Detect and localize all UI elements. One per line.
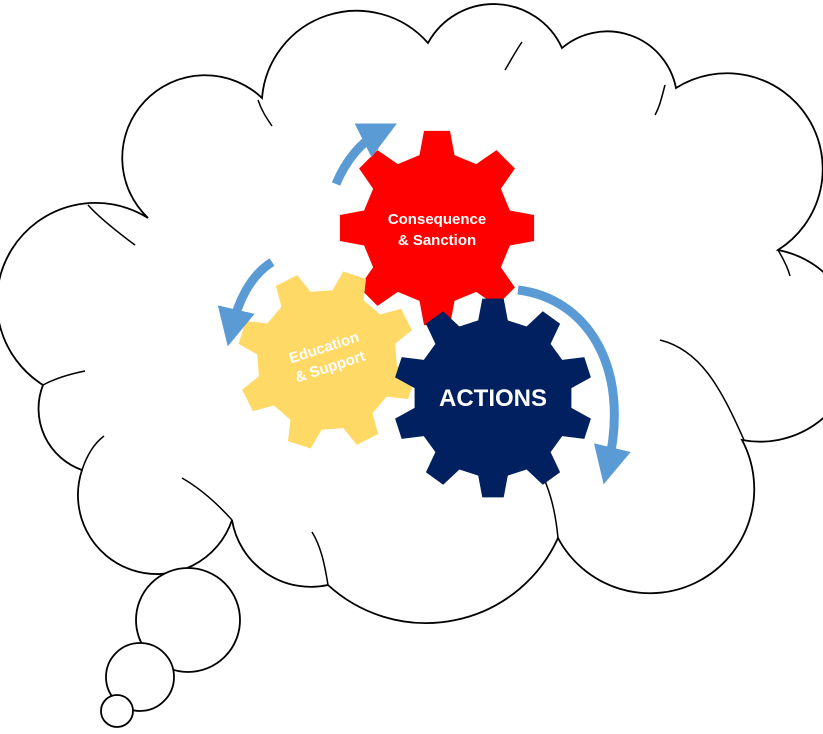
actions-gear-shape [395,298,591,498]
consequence-gear-label-line2: & Sanction [398,232,476,249]
cloud-inner-arcs [42,41,791,586]
education-support-gear-shape [238,271,416,449]
consequence-sanction-gear: Consequence & Sanction [339,130,535,326]
thought-cloud [0,3,823,624]
thought-bubble-large [135,567,241,673]
rotation-arrows [217,123,631,485]
education-support-gear: Education & Support [238,271,416,449]
thought-bubbles [100,567,241,728]
consequence-sanction-gear-shape [339,130,535,326]
consequence-gear-label-line1: Consequence [388,211,486,228]
actions-gear-label: ACTIONS [439,385,547,412]
arrow-top [331,123,397,186]
thought-bubble-small [100,694,134,728]
arrow-left [217,258,275,347]
thought-bubble-medium [105,642,175,712]
actions-gear: ACTIONS [395,298,591,498]
arrow-right [517,285,631,485]
